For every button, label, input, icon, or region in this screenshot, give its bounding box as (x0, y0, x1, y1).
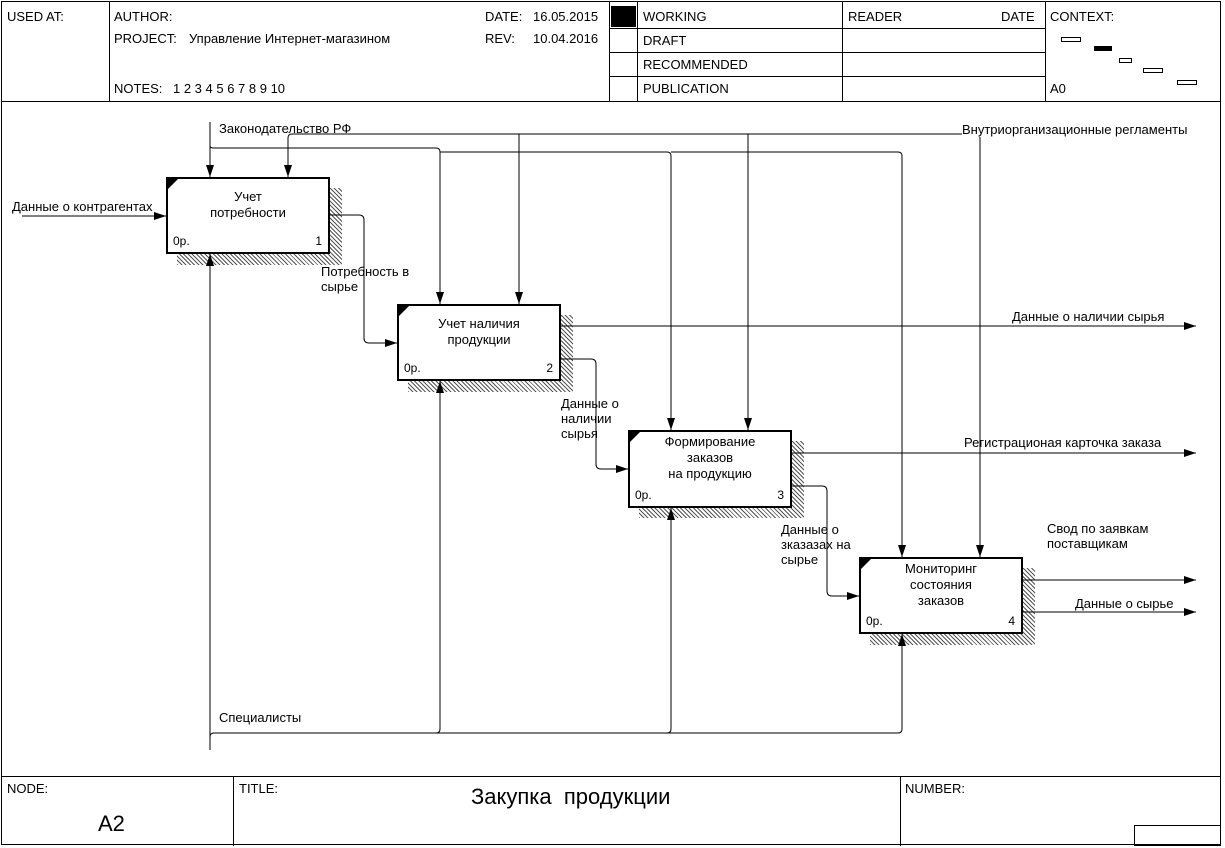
status-working: WORKING (643, 9, 707, 24)
rev-label: REV: (485, 31, 515, 46)
activity-number: 4 (1008, 614, 1015, 628)
project-value: Управление Интернет-магазином (189, 31, 391, 46)
arrow-label-registration-card: Регистрационая карточка заказа (964, 435, 1162, 450)
activity-name: Учет потребности (210, 189, 286, 220)
number-label: NUMBER: (905, 781, 965, 796)
rev-value: 10.04.2016 (533, 31, 599, 46)
activity-cost: 0р. (866, 614, 883, 628)
activity-box-1[interactable]: Учет потребности 0р. 1 (166, 177, 330, 254)
notes-label: NOTES: (114, 81, 163, 96)
context-node: A0 (1050, 81, 1066, 96)
arrow-label-need-raw: Потребность в сырье (321, 264, 410, 294)
date-value: 16.05.2015 (533, 9, 599, 24)
activity-number: 1 (315, 234, 322, 248)
diagram-title: Закупка продукции (471, 784, 671, 809)
project-label: PROJECT: (114, 31, 177, 46)
reader-date-label: DATE (1001, 9, 1035, 24)
box-corner-mark (168, 179, 178, 189)
date-label: DATE: (485, 9, 523, 24)
node-label: NODE: (7, 781, 49, 796)
activity-box-3[interactable]: Формирование заказов на продукцию 0р. 3 (628, 430, 792, 508)
arrow-label-orders-raw: Данные о зказазах на сырье (781, 522, 851, 567)
title-label: TITLE: (239, 781, 279, 796)
activity-number: 3 (777, 488, 784, 502)
activity-name: Формирование заказов на продукцию (664, 434, 756, 481)
notes-value: 1 2 3 4 5 6 7 8 9 10 (173, 81, 286, 96)
status-recommended: RECOMMENDED (643, 57, 748, 72)
activity-cost: 0р. (173, 234, 190, 248)
box-corner-mark (399, 306, 409, 316)
arrow-label-regulations: Внутриорганизационные регламенты (962, 122, 1188, 137)
activity-number: 2 (546, 361, 553, 375)
context-label: CONTEXT: (1050, 9, 1115, 24)
author-label: AUTHOR: (114, 9, 173, 24)
arrow-label-raw-data: Данные о сырье (1075, 596, 1174, 611)
activity-box-4[interactable]: Мониторинг состояния заказов 0р. 4 (859, 557, 1023, 634)
arrow-label-law: Законодательство РФ (219, 121, 352, 136)
node-value: A2 (98, 811, 125, 836)
activity-cost: 0р. (404, 361, 421, 375)
reader-label: READER (848, 9, 903, 24)
used-at-label: USED AT: (7, 9, 64, 24)
arrow-label-contractors: Данные о контрагентах (12, 199, 153, 214)
arrow-label-supplier-summary: Свод по заявкам поставщикам (1047, 521, 1149, 551)
status-publication: PUBLICATION (643, 81, 729, 96)
activity-name: Мониторинг состояния заказов (904, 561, 978, 608)
box-corner-mark (861, 559, 871, 569)
status-draft: DRAFT (643, 33, 687, 48)
activity-cost: 0р. (635, 488, 652, 502)
activity-box-2[interactable]: Учет наличия продукции 0р. 2 (397, 304, 561, 381)
activity-name: Учет наличия продукции (438, 316, 520, 347)
arrow-label-availability-internal: Данные о наличии сырья (561, 396, 619, 441)
arrow-label-specialists: Специалисты (219, 710, 302, 725)
box-corner-mark (630, 432, 640, 442)
arrow-label-availability-output: Данные о наличии сырья (1012, 309, 1165, 324)
